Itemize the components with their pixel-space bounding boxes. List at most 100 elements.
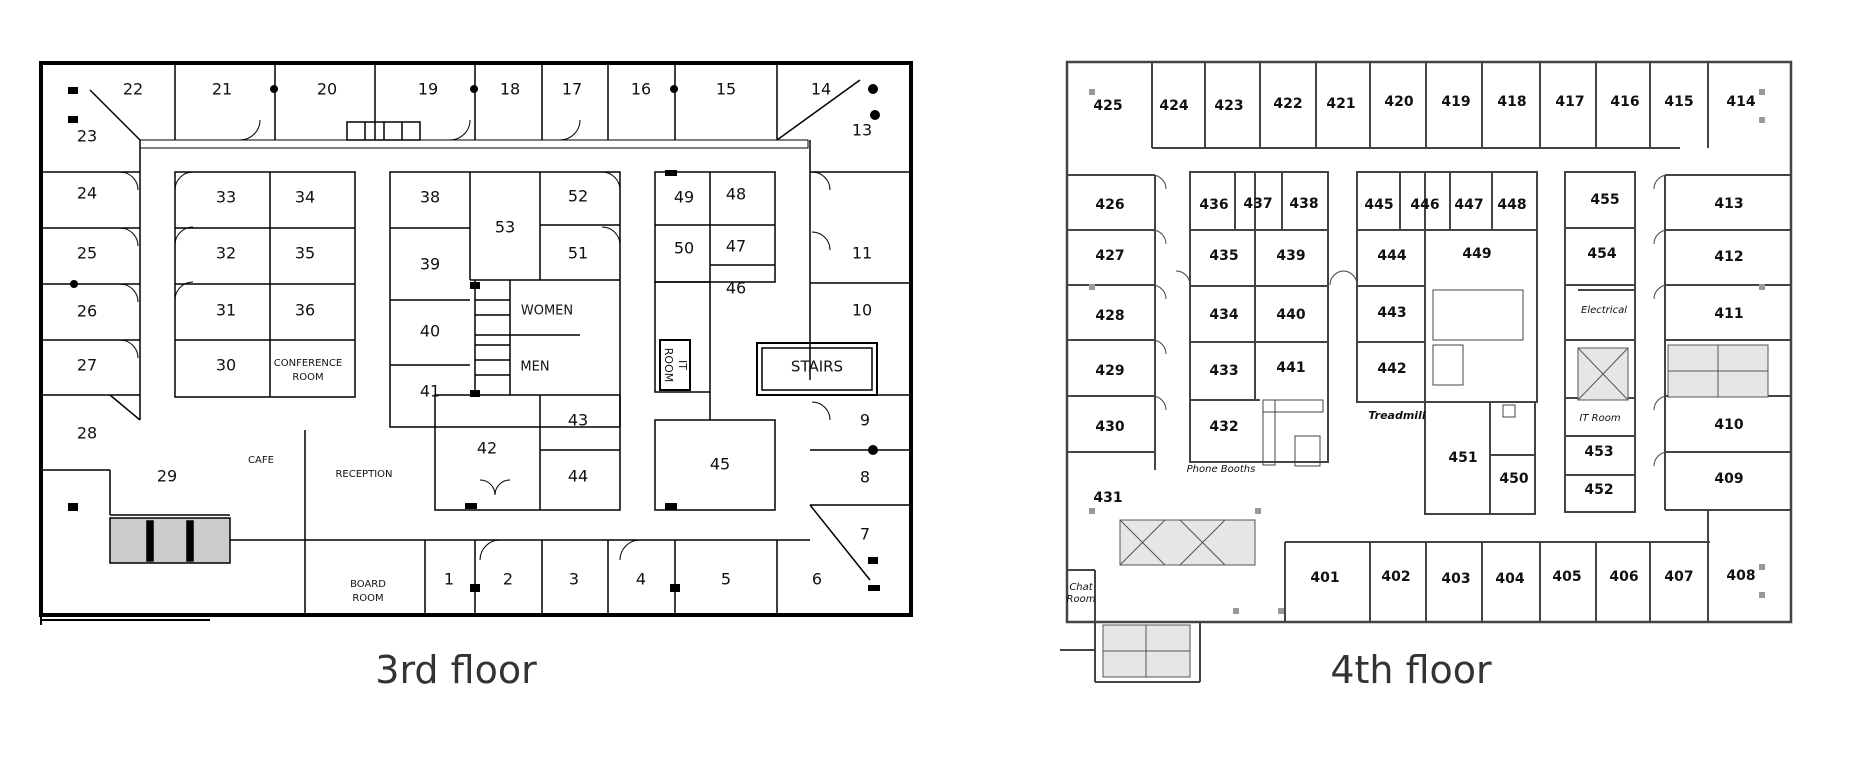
room-label: 26: [77, 302, 97, 321]
room-label: 32: [216, 244, 236, 263]
room-label: 441: [1276, 360, 1305, 376]
room-label: 428: [1095, 308, 1124, 324]
room-label: 438: [1289, 196, 1318, 212]
room-label: 22: [123, 80, 143, 99]
room-label: 24: [77, 184, 97, 203]
room-label: 421: [1326, 96, 1355, 112]
room-label: 43: [568, 411, 588, 430]
room-label: 435: [1209, 248, 1238, 264]
room-label: 29: [157, 467, 177, 486]
it-room-label: ROOM: [662, 348, 675, 382]
room-label: 19: [418, 80, 438, 99]
cafe-label: CAFE: [248, 455, 274, 466]
chat-room-label: Room: [1067, 594, 1096, 605]
room-label: 455: [1590, 192, 1619, 208]
board-room-label: BOARD: [350, 579, 386, 590]
floor4-room-labels: 425 424 423 422 421 420 419 418 417 416 …: [1067, 94, 1756, 605]
floor3-caption: 3rd floor: [375, 648, 537, 692]
room-label: 440: [1276, 307, 1305, 323]
room-label: 49: [674, 188, 694, 207]
room-label: 41: [420, 382, 440, 401]
floor4-caption: 4th floor: [1330, 648, 1492, 692]
room-label: 420: [1384, 94, 1413, 110]
room-label: 16: [631, 80, 651, 99]
room-label: 51: [568, 244, 588, 263]
room-label: 46: [726, 279, 746, 298]
room-label: 409: [1714, 471, 1743, 487]
room-label: 40: [420, 322, 440, 341]
room-label: 53: [495, 218, 515, 237]
floor3-room-labels: 22 21 20 19 18 17 16 15 14 23 13 24 25 2…: [77, 80, 872, 605]
room-label: 52: [568, 187, 588, 206]
room-label: 47: [726, 237, 746, 256]
room-label: 426: [1095, 197, 1124, 213]
room-label: 17: [562, 80, 582, 99]
room-label: 413: [1714, 196, 1743, 212]
room-label: 21: [212, 80, 232, 99]
room-label: 34: [295, 188, 315, 207]
room-label: 20: [317, 80, 337, 99]
room-label: 9: [860, 411, 870, 430]
room-label: 7: [860, 525, 870, 544]
it-room-label: IT: [676, 360, 689, 370]
room-label: 407: [1664, 569, 1693, 585]
electrical-label: Electrical: [1581, 305, 1627, 316]
room-label: 38: [420, 188, 440, 207]
room-label: 434: [1209, 307, 1238, 323]
room-label: 425: [1093, 98, 1122, 114]
floor4-plan: [1060, 60, 1793, 683]
floor4-outer-wall: [1065, 60, 1793, 624]
room-label: 419: [1441, 94, 1470, 110]
room-label: 3: [569, 570, 579, 589]
treadmill-label: Treadmill: [1368, 409, 1425, 422]
room-label: 416: [1610, 94, 1639, 110]
room-label: 6: [812, 570, 822, 589]
room-label: 453: [1584, 444, 1613, 460]
room-label: 452: [1584, 482, 1613, 498]
stairs-label: STAIRS: [791, 358, 843, 376]
room-label: 411: [1714, 306, 1743, 322]
room-label: 14: [811, 80, 831, 99]
room-label: 402: [1381, 569, 1410, 585]
room-label: 450: [1499, 471, 1528, 487]
room-label: 408: [1726, 568, 1755, 584]
room-label: 423: [1214, 98, 1243, 114]
cafe-counter: [109, 517, 231, 564]
room-label: 412: [1714, 249, 1743, 265]
room-label: 13: [852, 121, 872, 140]
room-label: 454: [1587, 246, 1616, 262]
room-label: 50: [674, 239, 694, 258]
room-label: 427: [1095, 248, 1124, 264]
room-label: 401: [1310, 570, 1339, 586]
reception-label: RECEPTION: [335, 469, 392, 480]
room-label: 430: [1095, 419, 1124, 435]
room-label: 414: [1726, 94, 1755, 110]
conference-room-label: CONFERENCE: [274, 358, 342, 369]
room-label: 8: [860, 468, 870, 487]
room-label: 33: [216, 188, 236, 207]
women-restroom-label: WOMEN: [521, 304, 573, 319]
room-label: 25: [77, 244, 97, 263]
room-label: 30: [216, 356, 236, 375]
room-label: 431: [1093, 490, 1122, 506]
room-label: 28: [77, 424, 97, 443]
room-label: 403: [1441, 571, 1470, 587]
conference-room-label: ROOM: [292, 372, 323, 383]
men-restroom-label: MEN: [520, 360, 549, 375]
room-label: 406: [1609, 569, 1638, 585]
room-label: 18: [500, 80, 520, 99]
room-label: 417: [1555, 94, 1584, 110]
room-label: 42: [477, 439, 497, 458]
room-label: 10: [852, 301, 872, 320]
room-label: 39: [420, 255, 440, 274]
room-label: 424: [1159, 98, 1188, 114]
room-label: 410: [1714, 417, 1743, 433]
room-label: 23: [77, 127, 97, 146]
room-label: 35: [295, 244, 315, 263]
room-label: 15: [716, 80, 736, 99]
room-label: 2: [503, 570, 513, 589]
room-label: 27: [77, 356, 97, 375]
room-label: 439: [1276, 248, 1305, 264]
room-label: 415: [1664, 94, 1693, 110]
